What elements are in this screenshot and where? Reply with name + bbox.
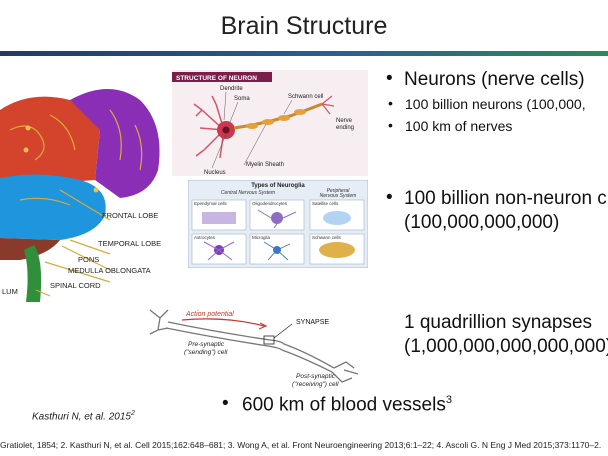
neuroglia-figure: Types of Neuroglia Central Nervous Syste…	[188, 180, 368, 268]
bullet-non-neuron-line1: 100 billion non-neuron c	[404, 188, 607, 209]
citation-superscript: 2	[130, 410, 135, 417]
slide-title: Brain Structure	[220, 12, 388, 40]
action-potential-label: Action potential	[185, 311, 234, 318]
bullet-100-billion-neurons: 100 billion neurons (100,000,	[405, 96, 586, 112]
parietal-lobe	[0, 96, 100, 185]
temporal-lobe	[0, 174, 106, 240]
glia-cell-oligodendrocytes: Oligodendrocytes	[252, 201, 288, 206]
blood-vessels-superscript: 3	[445, 394, 452, 406]
neuron-figure-header: STRUCTURE OF NEURON	[176, 75, 257, 82]
citation: Kasthuri N, et al. 20152	[32, 410, 135, 422]
references-footer: Gratiolet, 1854; 2. Kasthuri N, et al. C…	[0, 440, 602, 450]
bullet-dot: •	[388, 95, 393, 111]
label-cerebellum: LUM	[2, 287, 18, 296]
glia-cell-ependymal: Ependymal cells	[194, 201, 228, 206]
citation-text: Kasthuri N, et al. 2015	[32, 411, 131, 423]
neuron-label-myelin: Myelin Sheath	[246, 162, 284, 168]
label-medulla: MEDULLA OBLONGATA	[68, 266, 151, 275]
glia-cell-microglia: Microglia	[252, 235, 271, 240]
neuron-label-dendrite: Dendrite	[220, 86, 243, 92]
frontal-lobe	[70, 89, 160, 198]
brain-illustration: FRONTAL LOBE TEMPORAL LOBE PONS MEDULLA …	[0, 89, 161, 302]
neuron-label-nucleus: Nucleus	[204, 170, 226, 176]
glia-cell-schwann: Schwann cells	[312, 235, 342, 240]
label-pons: PONS	[78, 255, 99, 264]
post-synaptic-label-1: Post-synaptic	[296, 373, 336, 380]
bullet-dot: •	[386, 68, 393, 89]
label-temporal-lobe: TEMPORAL LOBE	[98, 239, 161, 248]
label-frontal-lobe: FRONTAL LOBE	[102, 211, 158, 220]
pre-synaptic-label-1: Pre-synaptic	[188, 341, 225, 348]
label-spinal-cord: SPINAL CORD	[50, 281, 101, 290]
neuron-label-soma: Soma	[234, 96, 250, 102]
synapses-line1: 1 quadrillion synapses	[404, 312, 593, 333]
neuron-structure-figure: STRUCTURE OF NEURON Dendrite Soma Schwan…	[172, 70, 368, 176]
glia-pns-label-1: Peripheral	[327, 188, 351, 194]
synapse-label: SYNAPSE	[296, 319, 329, 326]
bullet-non-neuron-line2: (100,000,000,000)	[404, 212, 560, 233]
post-synaptic-label-2: ("receiving") cell	[292, 381, 339, 388]
synapses-line2: (1,000,000,000,000,000)	[404, 336, 608, 357]
glia-title: Types of Neuroglia	[251, 183, 305, 189]
bullet-dot: •	[388, 117, 393, 133]
bullet-dot: •	[222, 393, 229, 414]
neuron-label-schwann: Schwann cell	[288, 94, 323, 100]
glia-cell-satellite: Satellite cells	[312, 201, 339, 206]
spinal-cord	[24, 245, 42, 302]
glia-pns-label-2: Nervous System	[320, 193, 357, 199]
bullet-blood-vessels: 600 km of blood vessels3	[242, 394, 452, 416]
bullet-100km-nerves: 100 km of nerves	[405, 118, 513, 134]
blood-vessels-text: 600 km of blood vessels	[242, 394, 446, 416]
pre-synaptic-label-2: ("sending") cell	[184, 349, 228, 356]
bullet-dot: •	[386, 187, 393, 208]
synapse-diagram: Action potential SYNAPSE Pre-synaptic ("…	[149, 309, 359, 388]
glia-cns-label: Central Nervous System	[221, 190, 275, 196]
title-divider	[0, 51, 608, 56]
neuron-label-ending: ending	[336, 125, 354, 131]
bullet-neurons: Neurons (nerve cells)	[404, 69, 585, 90]
glia-cell-astrocytes: Astrocytes	[194, 235, 216, 240]
neuron-label-nerve: Nerve	[336, 118, 353, 124]
